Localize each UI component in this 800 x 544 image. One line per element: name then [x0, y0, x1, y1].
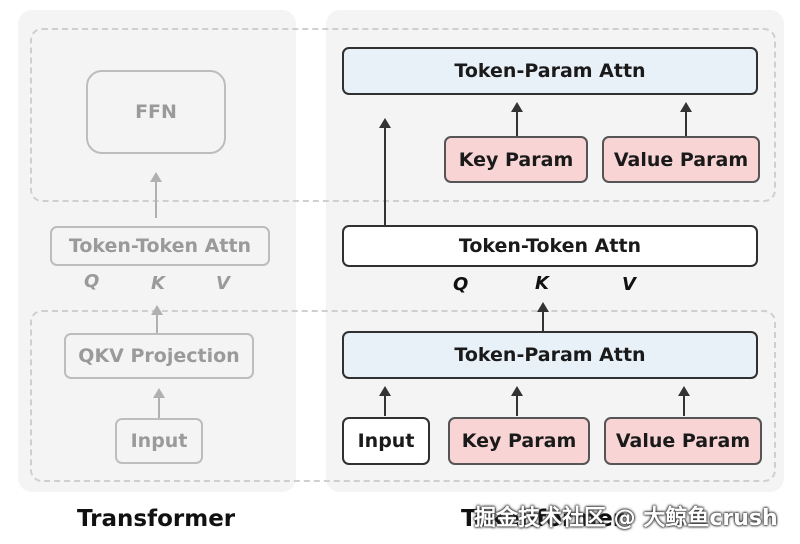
top-token-param-attn-block: Token-Param Attn — [342, 47, 758, 95]
transformer-caption: Transformer — [77, 506, 236, 532]
ffn-label: FFN — [135, 101, 177, 123]
top-value-param-label: Value Param — [613, 148, 749, 171]
bottom-key-param-block: Key Param — [448, 417, 590, 465]
qkv-projection-label: QKV Projection — [78, 345, 240, 367]
transformer-attn-block: Token-Token Attn — [50, 226, 270, 266]
transformer-input-block: Input — [115, 418, 203, 464]
top-key-param-label: Key Param — [458, 148, 574, 171]
bottom-value-param-block: Value Param — [604, 417, 762, 465]
tokenformer-input-label: Input — [357, 430, 415, 452]
tokenformer-k-label: K — [535, 273, 549, 294]
tokenformer-v-label: V — [622, 274, 636, 295]
transformer-q-label: Q — [84, 271, 100, 292]
bottom-token-param-attn-block: Token-Param Attn — [342, 331, 758, 379]
bottom-token-param-attn-label: Token-Param Attn — [454, 344, 646, 366]
bottom-value-param-label: Value Param — [615, 430, 751, 452]
qkv-projection-block: QKV Projection — [64, 333, 254, 379]
tokenformer-q-label: Q — [453, 274, 469, 295]
tokenformer-input-block: Input — [342, 417, 430, 465]
watermark-text: 掘金技术社区 @ 大鲸鱼crush — [474, 506, 778, 531]
top-token-param-attn-label: Token-Param Attn — [454, 60, 646, 82]
top-value-param-block: Value Param — [602, 136, 760, 183]
transformer-input-label: Input — [130, 430, 188, 452]
top-group-outline — [30, 28, 776, 202]
top-key-param-block: Key Param — [444, 136, 588, 183]
bottom-group-outline — [30, 310, 776, 482]
token-token-attn-label: Token-Token Attn — [458, 235, 642, 257]
bottom-key-param-label: Key Param — [461, 430, 577, 452]
transformer-attn-label: Token-Token Attn — [68, 235, 252, 257]
ffn-block: FFN — [86, 70, 226, 154]
transformer-k-label: K — [151, 273, 165, 294]
tokenformer-caption: Tokenformer — [461, 506, 625, 532]
transformer-v-label: V — [216, 273, 230, 294]
token-token-attn-block: Token-Token Attn — [342, 225, 758, 267]
